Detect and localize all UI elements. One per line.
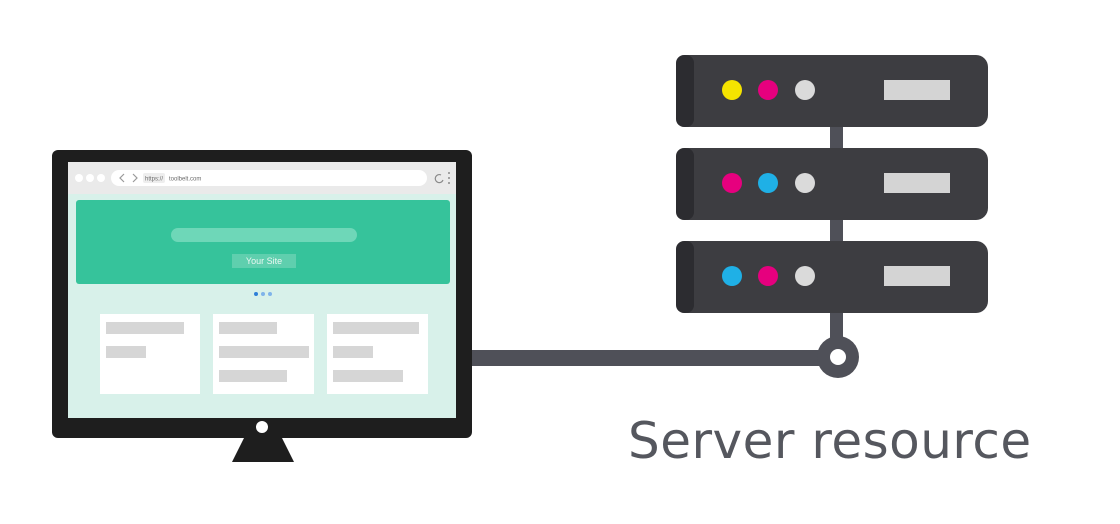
horizontal-cable — [468, 350, 823, 366]
carousel-dot[interactable] — [261, 292, 265, 296]
hero-title-placeholder — [171, 228, 357, 242]
more-icon[interactable] — [448, 172, 450, 174]
status-led-3-1 — [722, 266, 742, 286]
status-led-2-3 — [795, 173, 815, 193]
power-button — [256, 421, 268, 433]
window-dot-3 — [97, 174, 105, 182]
status-led-1-1 — [722, 80, 742, 100]
server-rack — [676, 55, 988, 313]
url-text: toolbelt.com — [169, 177, 201, 183]
forward-arrow-icon[interactable] — [132, 173, 138, 183]
content-card-1[interactable] — [100, 314, 200, 394]
status-led-3-2 — [758, 266, 778, 286]
drive-bay-2 — [884, 173, 950, 193]
status-led-1-2 — [758, 80, 778, 100]
url-protocol: https:// — [145, 177, 163, 183]
status-led-2-1 — [722, 173, 742, 193]
browser-toolbar: https:// toolbelt.com — [68, 162, 456, 194]
carousel-indicator — [254, 292, 272, 296]
address-bar[interactable] — [111, 170, 427, 186]
carousel-dot-active[interactable] — [254, 292, 258, 296]
content-card-2[interactable] — [213, 314, 314, 394]
url-protocol-chip — [143, 173, 165, 183]
window-dot-1 — [75, 174, 83, 182]
carousel-dot[interactable] — [268, 292, 272, 296]
monitor-stand — [232, 438, 294, 462]
server-unit-2 — [676, 148, 988, 220]
hero-banner: Your Site — [76, 200, 450, 284]
connection-node-hole — [830, 349, 846, 365]
drive-bay-3 — [884, 266, 950, 286]
hero-button-label: Your Site — [246, 256, 282, 266]
hero-button[interactable] — [232, 254, 296, 268]
content-card-3[interactable] — [327, 314, 428, 394]
status-led-2-2 — [758, 173, 778, 193]
status-led-3-3 — [795, 266, 815, 286]
diagram-caption: Server resource — [628, 412, 1032, 470]
server-unit-3 — [676, 241, 988, 313]
drive-bay-1 — [884, 80, 950, 100]
server-unit-1 — [676, 55, 988, 127]
refresh-icon[interactable] — [434, 174, 444, 184]
status-led-1-3 — [795, 80, 815, 100]
monitor: https:// toolbelt.com Your Site — [52, 150, 472, 462]
back-arrow-icon[interactable] — [119, 173, 125, 183]
window-dot-2 — [86, 174, 94, 182]
